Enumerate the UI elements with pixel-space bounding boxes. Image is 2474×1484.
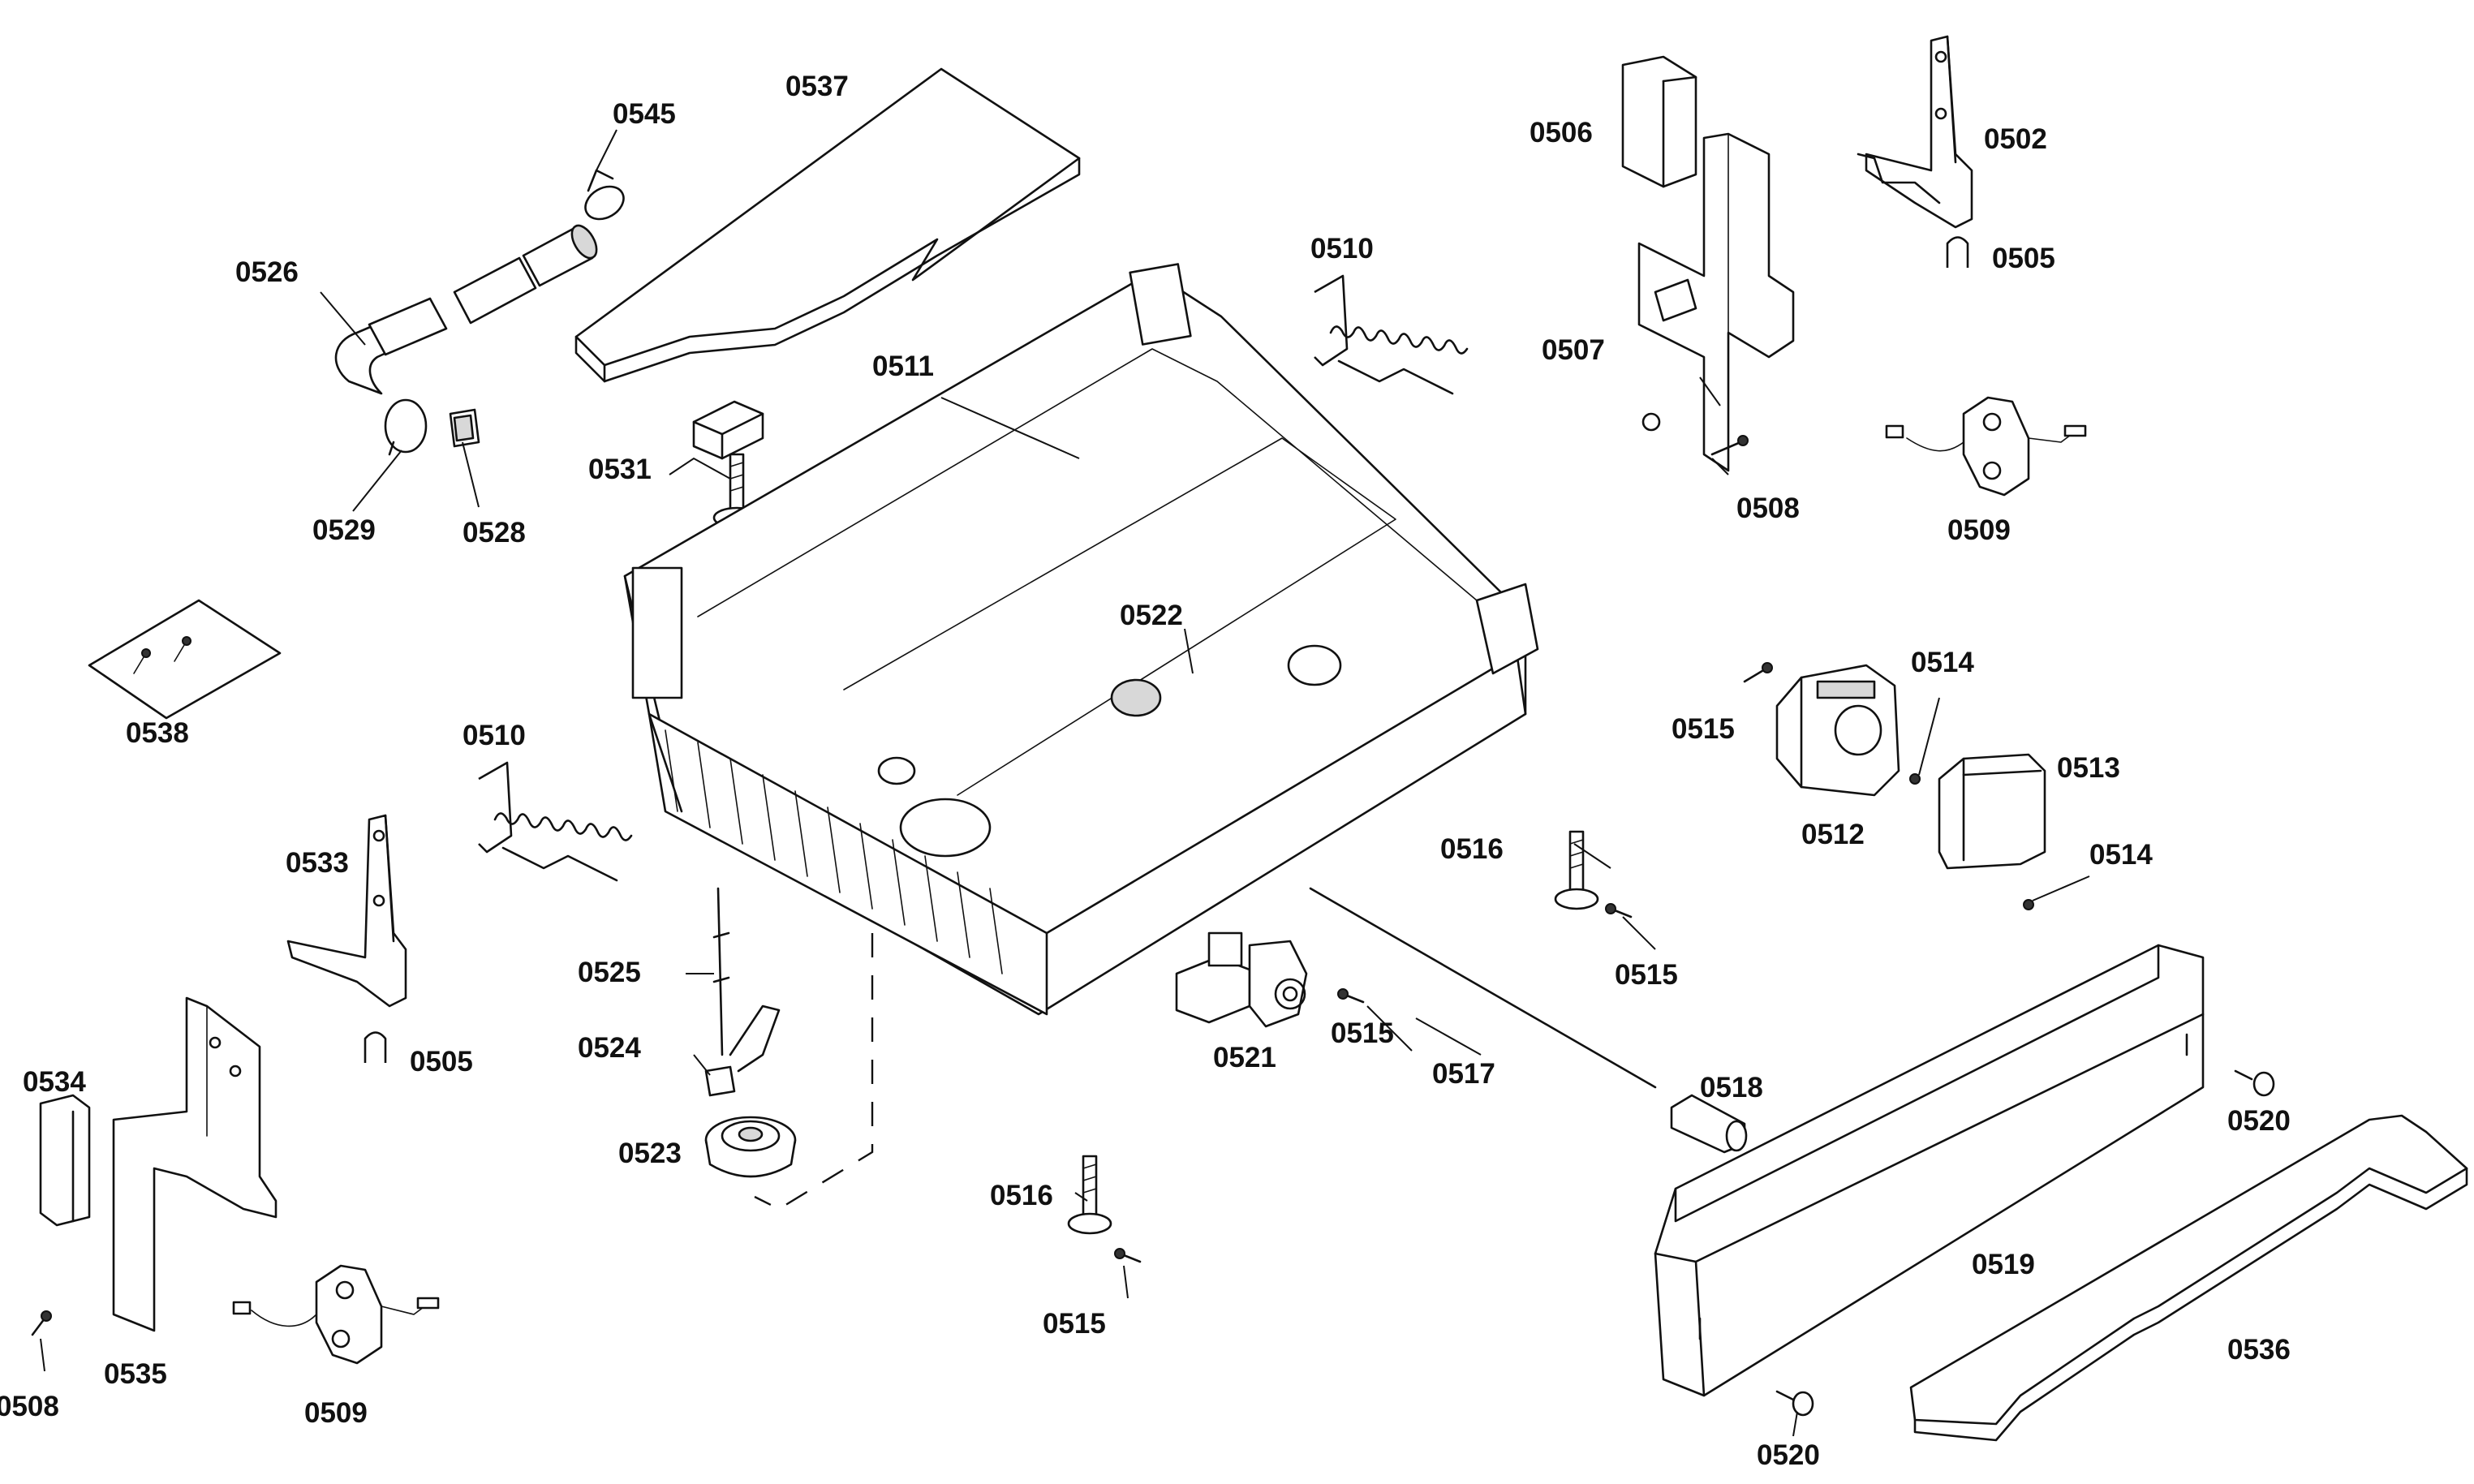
- label-0528: 0528: [463, 517, 526, 548]
- part-0508-screw-top: [1710, 435, 1749, 456]
- part-0516-foot-a: [1554, 830, 1599, 910]
- label-0531: 0531: [588, 454, 652, 485]
- label-0515-d: 0515: [1043, 1308, 1106, 1340]
- label-0516-a: 0516: [1440, 833, 1504, 865]
- part-0514-screw-top: [1909, 773, 1921, 785]
- label-0512: 0512: [1801, 819, 1865, 850]
- label-0510-top: 0510: [1310, 233, 1374, 265]
- label-0534: 0534: [23, 1066, 86, 1098]
- part-0528-clip: [449, 408, 480, 448]
- part-0517-rod: [1309, 887, 1657, 1089]
- assembly-guide-line: [754, 933, 874, 1211]
- label-0515-c: 0515: [1331, 1017, 1394, 1049]
- label-0529: 0529: [312, 514, 376, 546]
- label-0518: 0518: [1700, 1072, 1763, 1103]
- label-0514-right: 0514: [2089, 839, 2153, 871]
- label-0521: 0521: [1213, 1042, 1276, 1073]
- label-0515-a: 0515: [1672, 713, 1735, 745]
- label-0537: 0537: [785, 71, 849, 102]
- part-0519-toe-kick-panel: [1654, 944, 2205, 1397]
- part-0521-inlet-valve: [1175, 931, 1308, 1028]
- label-0507: 0507: [1542, 334, 1605, 366]
- label-0517: 0517: [1432, 1058, 1495, 1090]
- part-0502-hinge-arm: [1857, 35, 1973, 229]
- label-0505-left: 0505: [410, 1046, 473, 1078]
- label-0536: 0536: [2227, 1334, 2291, 1366]
- part-0509-hinge-roller-left: [232, 1264, 440, 1365]
- part-0510-spring-left: [478, 761, 633, 882]
- label-0535: 0535: [104, 1358, 167, 1390]
- label-0515-b: 0515: [1615, 959, 1678, 991]
- tub-ribs: [665, 729, 1003, 974]
- label-0511: 0511: [872, 351, 934, 382]
- part-0514-screw-right: [2023, 899, 2034, 910]
- part-0515-screw-b: [1605, 903, 1633, 918]
- label-0523: 0523: [618, 1138, 682, 1169]
- part-0523-float-cup: [704, 1116, 797, 1178]
- part-0515-screw-d: [1114, 1248, 1142, 1263]
- label-0516-b: 0516: [990, 1180, 1053, 1211]
- part-0505-clip-top: [1946, 236, 1969, 268]
- part-0518-knob: [1670, 1094, 1748, 1154]
- label-0520-top: 0520: [2227, 1105, 2291, 1137]
- part-0506-cover: [1621, 55, 1697, 188]
- part-0534-cover: [39, 1094, 91, 1227]
- part-0526-drain-hose: [334, 224, 598, 395]
- label-0502: 0502: [1984, 123, 2047, 155]
- part-0524-float-arm: [704, 1065, 736, 1097]
- part-0512-bracket: [1775, 664, 1900, 797]
- leader-lines: [40, 129, 2090, 1437]
- part-0515-screw-a: [1743, 662, 1773, 683]
- part-0509-hinge-roller-top: [1885, 396, 2087, 497]
- part-0513-cover: [1938, 753, 2046, 870]
- part-0516-foot-b: [1067, 1155, 1112, 1235]
- label-0522: 0522: [1120, 600, 1183, 631]
- label-0538: 0538: [126, 717, 189, 749]
- label-0513: 0513: [2057, 752, 2120, 784]
- part-0525-float-rod: [712, 887, 781, 1073]
- label-0524: 0524: [578, 1032, 641, 1064]
- part-0535-hinge-bracket: [112, 996, 278, 1332]
- part-0537-top-panel: [574, 67, 1081, 383]
- part-0545-hose-clamp: [584, 169, 625, 221]
- part-0538-screw-bag: [88, 599, 282, 720]
- label-0508-top: 0508: [1736, 493, 1800, 524]
- label-0509-left: 0509: [304, 1397, 368, 1429]
- label-0525: 0525: [578, 957, 641, 988]
- label-0514-top: 0514: [1911, 647, 1974, 678]
- label-0519: 0519: [1972, 1249, 2035, 1280]
- part-0520-screw-top: [2234, 1069, 2275, 1097]
- label-0510-left: 0510: [463, 720, 526, 751]
- part-0520-screw-bottom: [1775, 1390, 1814, 1417]
- part-0508-screw-left: [31, 1310, 52, 1336]
- part-0536-bottom-plate: [1909, 1114, 2468, 1442]
- part-labels: 0545 0537 0526 0529 0528 0538 0531 0511 …: [0, 71, 2291, 1471]
- part-0507-hinge-bracket: [1637, 132, 1795, 472]
- part-0529-clamp: [384, 398, 428, 456]
- label-0509-top: 0509: [1947, 514, 2011, 546]
- label-0545: 0545: [613, 98, 676, 130]
- part-0515-screw-c: [1337, 988, 1365, 1004]
- label-0508-left: 0508: [0, 1391, 59, 1422]
- label-0526: 0526: [235, 256, 299, 288]
- part-0505-clip-left: [364, 1031, 387, 1063]
- label-0506: 0506: [1530, 117, 1593, 148]
- label-0520-bottom: 0520: [1757, 1439, 1820, 1471]
- part-0533-hinge-arm: [286, 814, 407, 1008]
- part-0511-base-frame: [623, 263, 1539, 1016]
- label-0505-top: 0505: [1992, 243, 2055, 274]
- label-0533: 0533: [286, 847, 349, 879]
- part-0510-spring-top: [1314, 274, 1469, 395]
